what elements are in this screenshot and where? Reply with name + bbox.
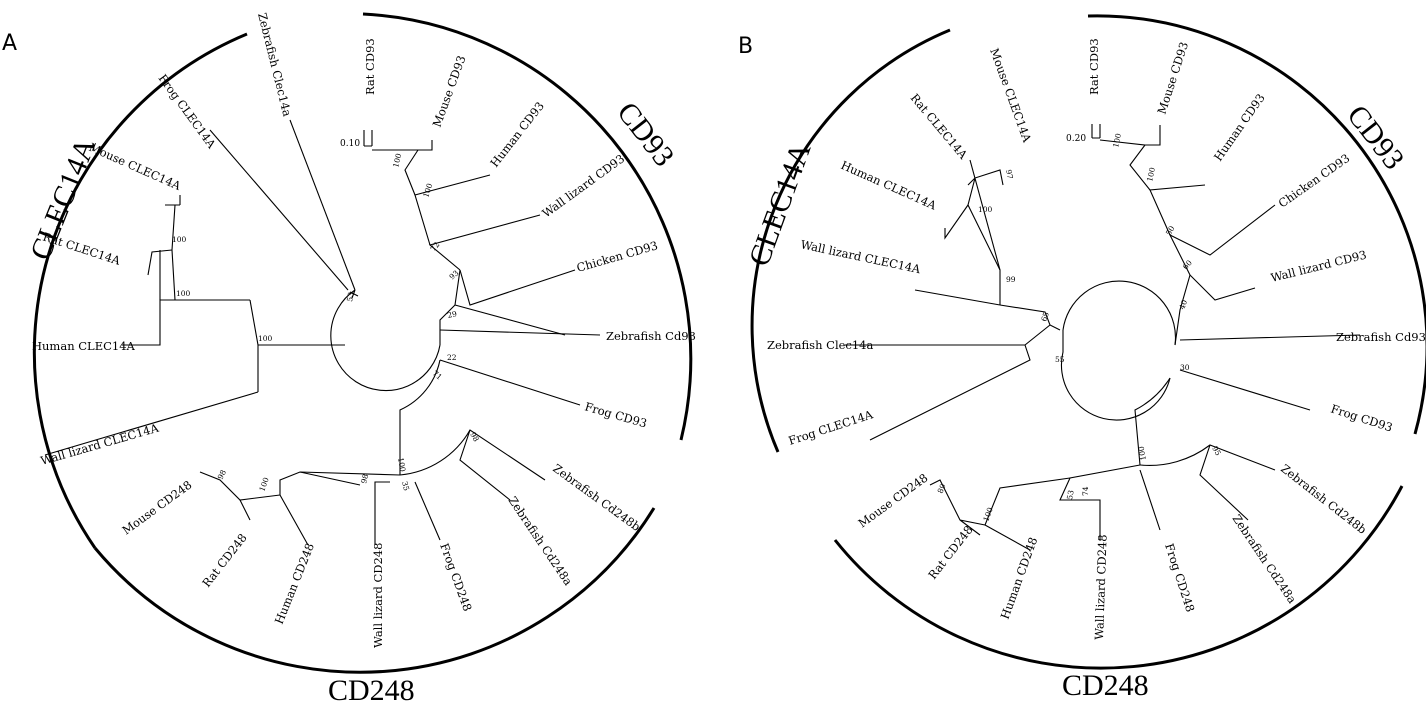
panel-a-cd93-arc bbox=[362, 12, 693, 441]
taxon-label: Mouse CLEC14A bbox=[987, 46, 1034, 145]
bootstrap-value: 100 bbox=[1111, 132, 1123, 148]
panel-a-cd93-clade bbox=[372, 140, 601, 406]
bootstrap-value: 100 bbox=[978, 205, 993, 214]
taxon-label: Chicken CD93 bbox=[575, 238, 659, 275]
panel-b-label: B bbox=[738, 34, 753, 59]
taxon-label: Human CLEC14A bbox=[839, 158, 939, 213]
taxon-label: Mouse CD248 bbox=[856, 471, 931, 531]
panel-b-scale-bar: 0.20 bbox=[1066, 124, 1101, 144]
bootstrap-value: 29 bbox=[447, 309, 458, 320]
panel-a-leaf-labels: Zebrafish Clec14a Frog CLEC14A Mouse CLE… bbox=[32, 11, 696, 648]
taxon-label: Zebrafish Cd93 bbox=[1336, 330, 1426, 344]
bootstrap-value: 100 bbox=[172, 235, 187, 244]
bootstrap-value: 100 bbox=[258, 334, 273, 343]
taxon-label: Wall lizard CD248 bbox=[1092, 534, 1110, 640]
bootstrap-value: 53 bbox=[1065, 489, 1076, 500]
taxon-label: Mouse CD93 bbox=[1155, 40, 1192, 116]
taxon-label: Frog CLEC14A bbox=[156, 72, 219, 152]
taxon-label: Frog CD248 bbox=[1162, 542, 1197, 614]
bootstrap-value: 89 bbox=[936, 482, 948, 495]
panel-a-cd248-arc bbox=[93, 507, 656, 674]
bootstrap-value: 22 bbox=[447, 353, 457, 362]
panel-a-cd248-clade bbox=[199, 359, 546, 546]
taxon-label: Human CD248 bbox=[998, 535, 1041, 621]
taxon-label: Wall lizard CLEC14A bbox=[799, 237, 922, 276]
bootstrap-value: 99 bbox=[1006, 275, 1016, 284]
taxon-label: Wall lizard CD93 bbox=[540, 151, 628, 220]
taxon-label: Rat CD248 bbox=[199, 531, 249, 590]
bootstrap-value: 100 bbox=[391, 152, 403, 168]
taxon-label: Mouse CLEC14A bbox=[87, 140, 184, 193]
taxon-label: Frog CLEC14A bbox=[787, 407, 876, 448]
panel-b-clec14a-clade bbox=[845, 159, 1061, 441]
panel-b-root-circle bbox=[1062, 280, 1177, 346]
bootstrap-value: 100 bbox=[176, 289, 191, 298]
bootstrap-value: 100 bbox=[981, 506, 994, 523]
taxon-label: Rat CLEC14A bbox=[908, 91, 971, 162]
panel-a-cd248-label: CD248 bbox=[328, 674, 415, 704]
panel-a-clec14a-arc bbox=[32, 32, 248, 549]
taxon-label: Wall lizard CD248 bbox=[371, 543, 385, 648]
panel-b-cd93-arc bbox=[1087, 14, 1426, 435]
taxon-label: Human CD93 bbox=[1211, 91, 1268, 164]
taxon-label: Human CD248 bbox=[272, 541, 317, 626]
bootstrap-value: 74 bbox=[1081, 486, 1090, 496]
panel-a-scale-bar: 0.10 bbox=[340, 130, 373, 149]
bootstrap-value: 98 bbox=[216, 468, 228, 481]
bootstrap-value: 50 bbox=[1164, 224, 1177, 237]
panel-b-bootstrap-values: 97 100 99 65 55 100 100 50 60 40 30 100 … bbox=[936, 132, 1223, 522]
bootstrap-value: 95 bbox=[1210, 445, 1223, 458]
taxon-label: Zebrafish Cd93 bbox=[606, 329, 696, 343]
panel-a-label: A bbox=[2, 31, 17, 56]
taxon-label: Wall lizard CLEC14A bbox=[39, 421, 161, 468]
taxon-label: Mouse CD93 bbox=[430, 54, 469, 129]
bootstrap-value: 53 bbox=[345, 291, 356, 302]
panel-b-cd248-clade bbox=[929, 377, 1276, 551]
taxon-label: Zebrafish Cd248b bbox=[550, 461, 643, 534]
bootstrap-value: 40 bbox=[1177, 298, 1189, 310]
taxon-label: Chicken CD93 bbox=[1276, 151, 1353, 211]
taxon-label: Rat CD93 bbox=[363, 38, 377, 95]
taxon-label: Rat CD93 bbox=[1087, 38, 1101, 95]
bootstrap-value: 97 bbox=[1004, 169, 1015, 180]
taxon-label: Zebrafish Cd248a bbox=[506, 494, 576, 588]
bootstrap-value: 100 bbox=[1137, 445, 1148, 461]
taxon-label: Wall lizard CD93 bbox=[1269, 248, 1368, 285]
panel-a: A CLEC14A CD93 CD248 0.10 bbox=[2, 11, 696, 704]
taxon-label: Frog CD93 bbox=[583, 399, 648, 430]
panel-b-clec14a-arc bbox=[750, 28, 951, 453]
taxon-label: Zebrafish Cd248a bbox=[1230, 512, 1300, 606]
panel-a-root-circle bbox=[330, 289, 441, 392]
panel-a-scale-label: 0.10 bbox=[340, 139, 360, 149]
panel-b-leaf-labels: Mouse CLEC14A Rat CLEC14A Human CLEC14A … bbox=[767, 38, 1426, 640]
panel-b-cd248-arc bbox=[833, 485, 1404, 670]
taxon-label: Zebrafish Clec14a bbox=[255, 11, 294, 118]
bootstrap-value: 98 bbox=[359, 473, 370, 485]
bootstrap-value: 100 bbox=[396, 457, 407, 473]
bootstrap-value: 98 bbox=[468, 431, 481, 444]
panel-a-bootstrap-values: 53 100 100 100 100 100 72 93 29 22 71 10… bbox=[172, 152, 481, 492]
panel-b: B CLEC14A CD93 CD248 0.20 bbox=[738, 14, 1426, 702]
taxon-label: Human CD93 bbox=[487, 99, 547, 170]
bootstrap-value: 30 bbox=[1180, 363, 1190, 372]
bootstrap-value: 55 bbox=[1055, 355, 1065, 364]
panel-b-cd93-clade bbox=[1099, 125, 1361, 411]
bootstrap-value: 100 bbox=[257, 476, 270, 493]
bootstrap-value: 100 bbox=[1145, 166, 1157, 182]
bootstrap-value: 100 bbox=[421, 182, 434, 199]
panel-b-scale-label: 0.20 bbox=[1066, 134, 1086, 144]
taxon-label: Frog CD248 bbox=[437, 541, 475, 613]
panel-b-cd248-label: CD248 bbox=[1062, 669, 1149, 702]
bootstrap-value: 65 bbox=[1039, 311, 1051, 323]
taxon-label: Rat CD248 bbox=[925, 523, 975, 582]
taxon-label: Zebrafish Clec14a bbox=[767, 338, 874, 352]
taxon-label: Zebrafish Cd248b bbox=[1278, 461, 1369, 536]
taxon-label: Frog CD93 bbox=[1329, 402, 1394, 435]
taxon-label: Mouse CD248 bbox=[120, 478, 195, 538]
panel-a-clec14a-clade bbox=[44, 119, 356, 456]
taxon-label: Human CLEC14A bbox=[32, 339, 136, 353]
bootstrap-value: 35 bbox=[400, 480, 411, 492]
